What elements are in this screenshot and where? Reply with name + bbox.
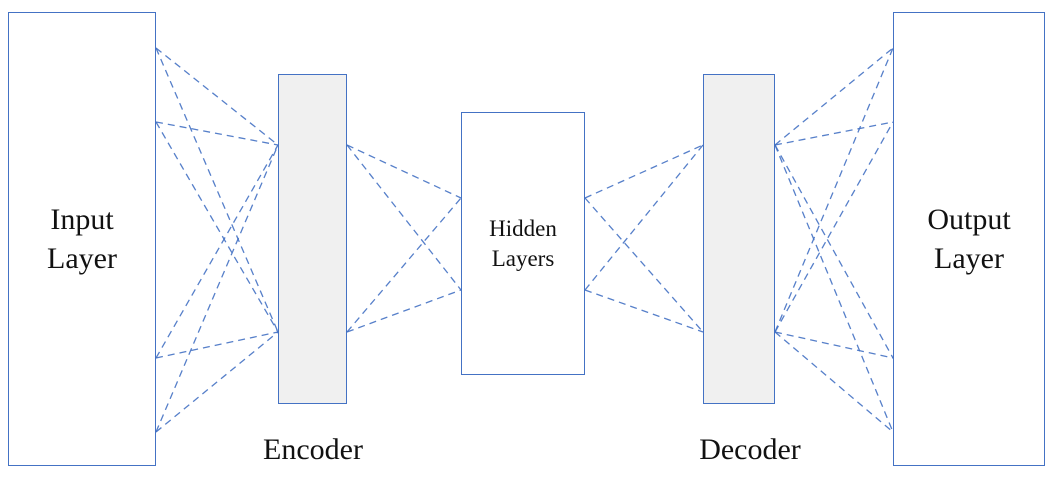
encoder-label: Encoder — [263, 433, 363, 466]
hidden-layers-box: Hidden Layers — [461, 112, 585, 375]
decoder-box — [703, 74, 775, 404]
output-layer-box: Output Layer — [893, 12, 1045, 466]
encoder-box — [278, 74, 347, 404]
input-layer-box: Input Layer — [8, 12, 156, 466]
hidden-layers-label: Hidden Layers — [489, 215, 557, 271]
output-layer-label: Output Layer — [927, 203, 1011, 275]
decoder-label: Decoder — [699, 433, 801, 466]
input-layer-label: Input Layer — [47, 203, 117, 275]
